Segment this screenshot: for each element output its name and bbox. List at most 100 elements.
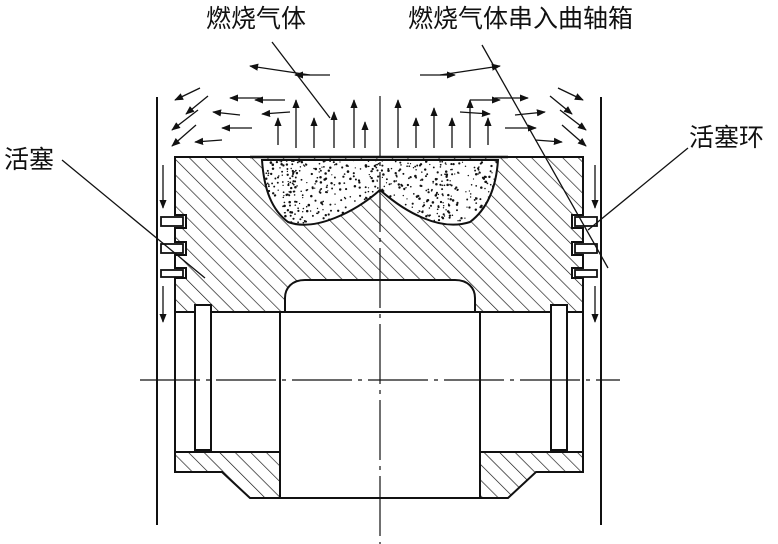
gas-dot <box>293 194 296 196</box>
pin-boss-right <box>550 304 568 451</box>
gas-dot <box>294 185 297 189</box>
gas-dot <box>298 202 301 205</box>
gas-dot <box>300 160 304 164</box>
gas-dot <box>370 176 373 180</box>
gas-dot <box>322 200 325 203</box>
gas-dot <box>438 215 441 218</box>
gas-dot <box>451 173 454 176</box>
gas-flow-arrow <box>561 124 587 147</box>
gas-dot <box>324 214 327 217</box>
gas-dot <box>414 165 417 168</box>
gas-dot <box>294 200 297 203</box>
gas-dot <box>427 191 430 194</box>
gas-dot <box>279 167 281 169</box>
gas-dot <box>451 168 453 171</box>
gas-dot <box>276 181 279 184</box>
gas-dot <box>324 172 327 175</box>
leader-blowby-gas <box>481 44 609 269</box>
gas-dot <box>420 185 423 187</box>
gas-dot <box>428 207 431 209</box>
gas-dot <box>282 191 285 194</box>
gas-dot <box>370 170 373 173</box>
gas-dot <box>427 188 430 191</box>
gas-dot <box>473 198 476 201</box>
gas-dot <box>298 169 301 172</box>
gas-dot <box>475 185 478 187</box>
gas-dot <box>280 162 283 166</box>
gas-dot <box>393 180 396 183</box>
gas-dot <box>314 183 316 185</box>
gas-dot <box>332 161 335 164</box>
gas-dot <box>448 214 452 217</box>
gas-flow-arrow <box>559 109 587 131</box>
gas-dot <box>421 178 424 181</box>
gas-dot <box>444 162 447 164</box>
gas-dot <box>442 204 445 207</box>
gas-dot <box>415 176 417 179</box>
gas-dot <box>387 169 390 172</box>
gas-dot <box>349 196 352 198</box>
gas-dot <box>301 216 304 219</box>
gas-dot <box>290 160 294 162</box>
gas-dot <box>315 180 317 183</box>
gas-dot <box>316 176 319 179</box>
gas-dot <box>359 168 362 170</box>
gas-dot <box>459 219 461 222</box>
gas-dot <box>396 175 398 178</box>
gas-dot <box>450 184 453 187</box>
gas-dot <box>425 200 429 203</box>
gas-dot <box>434 177 438 181</box>
gas-dot <box>364 164 368 167</box>
gas-flow-arrow <box>174 87 201 101</box>
gas-dot <box>429 214 431 216</box>
gas-flow-arrow <box>261 109 291 118</box>
gas-dot <box>450 163 453 166</box>
gas-dot <box>278 175 280 177</box>
gas-dot <box>407 162 409 165</box>
gas-dot <box>487 196 490 198</box>
gas-dot <box>447 203 450 205</box>
label-blowby-gas: 燃烧气体串入曲轴箱 <box>408 4 633 33</box>
gas-dot <box>441 184 444 187</box>
gas-dot <box>302 207 305 210</box>
gas-dot <box>425 189 428 192</box>
gas-dot <box>352 172 355 175</box>
gas-dot <box>411 202 414 205</box>
gas-dot <box>283 194 285 197</box>
gas-dot <box>494 160 496 162</box>
gas-dot <box>295 172 299 175</box>
gas-dot <box>402 194 404 197</box>
gas-dot <box>285 160 288 162</box>
gas-dot <box>292 180 295 183</box>
gas-dot <box>296 161 299 164</box>
gas-dot <box>284 214 287 218</box>
gas-dot <box>327 190 329 192</box>
gas-dot <box>479 198 482 201</box>
gas-dot <box>320 201 323 204</box>
gas-dot <box>288 194 291 197</box>
gas-dot <box>280 160 283 163</box>
gas-dot <box>385 178 388 181</box>
gas-dot <box>319 181 323 184</box>
gas-dot <box>286 168 289 170</box>
gas-dot <box>281 170 284 173</box>
gas-dot <box>432 166 435 169</box>
gas-dot <box>393 194 396 196</box>
gas-dot <box>289 190 292 194</box>
gas-dot <box>469 196 472 198</box>
gas-dot <box>442 207 445 209</box>
leader-piston <box>61 159 206 279</box>
gas-dot <box>353 184 357 188</box>
gas-dot <box>477 173 479 175</box>
gas-dot <box>447 204 451 207</box>
gas-dot <box>291 169 294 173</box>
gas-dot <box>302 221 305 224</box>
gas-dot <box>352 175 355 178</box>
gas-dot <box>325 186 328 189</box>
gas-dot <box>446 179 449 182</box>
gas-dot <box>357 179 361 182</box>
gas-dot <box>282 205 284 208</box>
gas-dot <box>451 199 455 202</box>
gas-dot <box>273 194 276 197</box>
gas-dot <box>319 191 322 194</box>
